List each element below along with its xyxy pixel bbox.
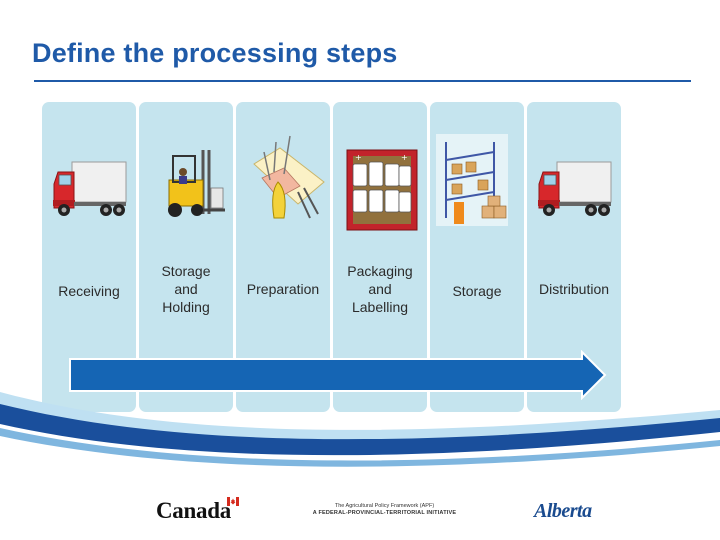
process-flow-arrow bbox=[69, 350, 607, 400]
alberta-wordmark: Alberta bbox=[534, 500, 592, 522]
warehouse-icon bbox=[436, 134, 508, 226]
step-label-storage-holding: Storage and Holding bbox=[161, 263, 211, 315]
forklift-icon bbox=[168, 150, 225, 217]
title-underline bbox=[34, 80, 691, 82]
svg-text:+: + bbox=[355, 153, 362, 162]
svg-text:+: + bbox=[401, 153, 408, 162]
step-label-packaging-labelling: Packaging and Labelling bbox=[347, 263, 413, 315]
slide-title: Define the processing steps bbox=[32, 38, 398, 68]
apf-logo-text: The Agricultural Policy Framework (APF) … bbox=[312, 503, 457, 516]
step-label-storage: Storage bbox=[452, 283, 502, 299]
canada-flag-icon bbox=[227, 497, 239, 506]
step-label-receiving: Receiving bbox=[58, 283, 120, 299]
packaged-jars-icon: + + bbox=[346, 149, 418, 231]
decorative-swoosh bbox=[0, 392, 720, 467]
step-label-distribution: Distribution bbox=[538, 281, 610, 297]
food-preparation-icon bbox=[253, 135, 325, 219]
truck-icon bbox=[53, 161, 127, 216]
step-label-preparation: Preparation bbox=[246, 281, 320, 297]
truck-icon bbox=[538, 161, 612, 216]
canada-wordmark: Canada bbox=[156, 498, 231, 523]
